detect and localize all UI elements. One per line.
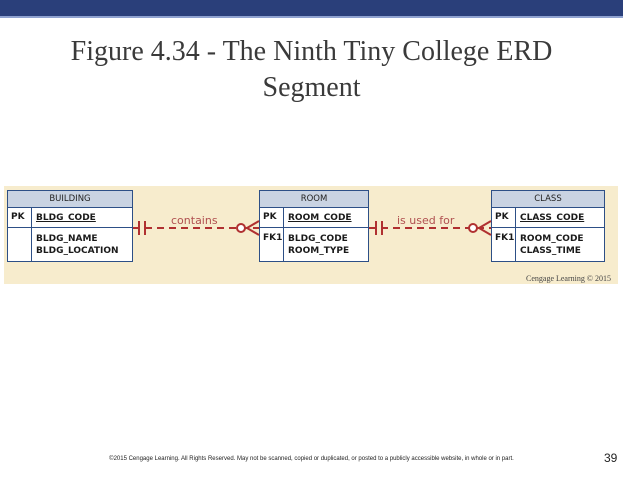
entity-building-attr-row: BLDG_NAME BLDG_LOCATION (8, 228, 132, 261)
entity-building-name: BUILDING (8, 191, 132, 208)
relationship-is-used-for-label: is used for (397, 214, 455, 227)
zero-optional-circle (468, 223, 478, 233)
slide-page-number: 39 (604, 451, 618, 465)
entity-building-pk-row: PK BLDG_CODE (8, 208, 132, 228)
entity-class-pk-attr: CLASS_CODE (520, 213, 585, 223)
entity-building-attr: BLDG_NAME (36, 234, 98, 244)
entity-room-pk-row: PK ROOM_CODE (260, 208, 368, 228)
slide-title-line-2: Segment (262, 72, 361, 103)
image-credit: Cengage Learning © 2015 (526, 274, 611, 283)
entity-class-pk-row: PK CLASS_CODE (492, 208, 604, 228)
entity-class: CLASS PK CLASS_CODE FK1 ROOM_CODE CLASS_… (491, 190, 605, 262)
entity-building-pk-label: PK (8, 208, 32, 227)
entity-class-attr-row: FK1 ROOM_CODE CLASS_TIME (492, 228, 604, 261)
entity-class-name: CLASS (492, 191, 604, 208)
crows-foot-prong (246, 227, 260, 236)
entity-room-pk-label: PK (260, 208, 284, 227)
entity-building-attr: BLDG_LOCATION (36, 246, 119, 256)
entity-room-attr-key: FK1 (260, 228, 284, 261)
entity-room-pk-attr: ROOM_CODE (288, 213, 352, 223)
crows-foot-prong (478, 227, 492, 236)
entity-room-attr: BLDG_CODE (288, 234, 348, 244)
crows-foot-prong (246, 220, 260, 229)
entity-class-pk-label: PK (492, 208, 516, 227)
relationship-contains-label: contains (171, 214, 218, 227)
entity-class-attr: ROOM_CODE (520, 234, 584, 244)
entity-class-attr: CLASS_TIME (520, 246, 581, 256)
entity-room-attr: ROOM_TYPE (288, 246, 350, 256)
relationship-is-used-for: is used for (369, 214, 492, 236)
entity-class-attr-key: FK1 (492, 228, 516, 261)
entity-room-attr-row: FK1 BLDG_CODE ROOM_TYPE (260, 228, 368, 261)
entity-building-pk-attr: BLDG_CODE (36, 213, 96, 223)
relationship-contains: contains (133, 214, 260, 236)
crows-foot-prong (478, 220, 492, 229)
zero-optional-circle (236, 223, 246, 233)
slide-title-line-1: Figure 4.34 - The Ninth Tiny College ERD (70, 36, 553, 67)
entity-room-name: ROOM (260, 191, 368, 208)
entity-room: ROOM PK ROOM_CODE FK1 BLDG_CODE ROOM_TYP… (259, 190, 369, 262)
entity-building: BUILDING PK BLDG_CODE BLDG_NAME BLDG_LOC… (7, 190, 133, 262)
entity-building-attr-key (8, 228, 32, 261)
slide-title: Figure 4.34 - The Ninth Tiny College ERD… (0, 34, 623, 106)
slide-footer-copyright: ©2015 Cengage Learning. All Rights Reser… (109, 456, 514, 462)
slide-top-bar (0, 0, 623, 18)
